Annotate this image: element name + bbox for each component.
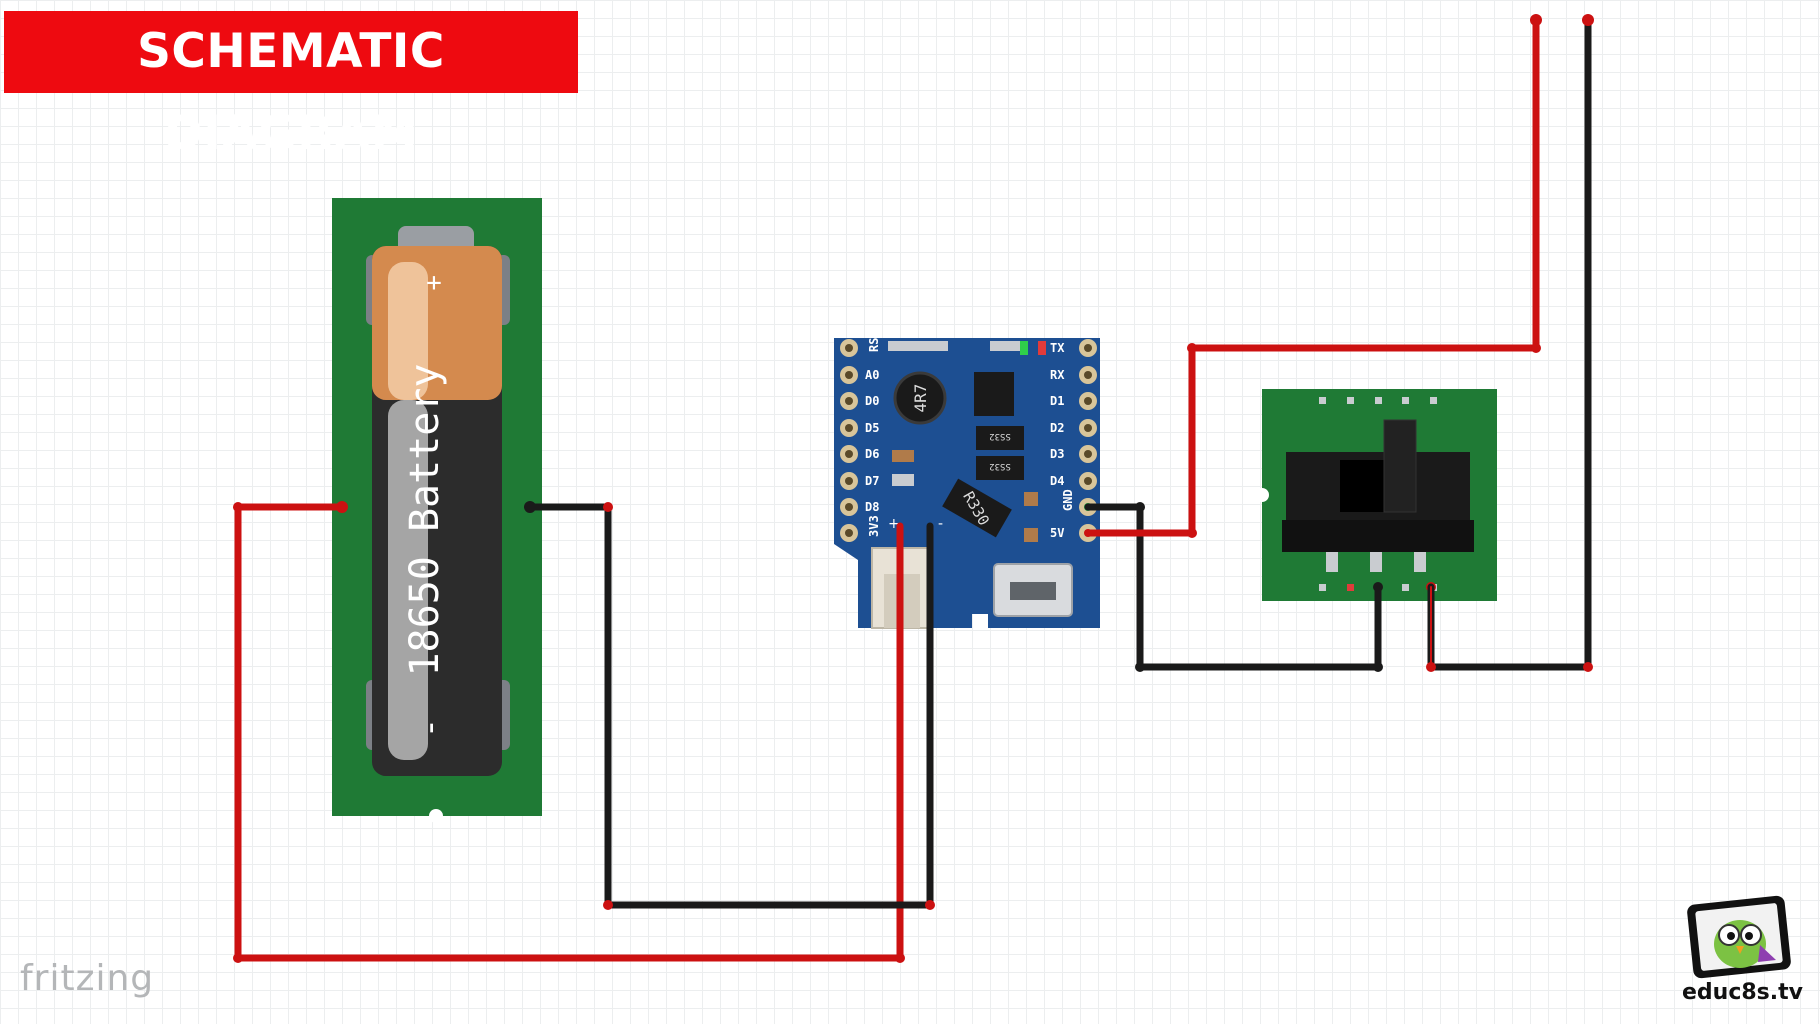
module-left-pins <box>840 339 858 542</box>
pin-label-5v: 5V <box>1050 526 1064 540</box>
pin-label-rx: RX <box>1050 368 1065 382</box>
module-left-pin-labels: RST A0 D0 D5 D6 D7 D8 3V3 <box>865 330 881 537</box>
module-led-red <box>1038 341 1046 355</box>
pin-label-3v3: 3V3 <box>867 515 881 537</box>
module-ic <box>974 372 1014 416</box>
switch-knob[interactable] <box>1383 419 1417 513</box>
switch-pads-top <box>1319 397 1437 404</box>
module-led-green <box>1020 341 1028 355</box>
diagram-title: SCHEMATIC DIAGRAM <box>137 24 445 161</box>
module-micro-usb-opening <box>1010 582 1056 600</box>
module-smd-4 <box>1024 528 1038 542</box>
pin-label-d0: D0 <box>865 394 879 408</box>
pin-label-d3: D3 <box>1050 447 1064 461</box>
module-smd-3 <box>1024 492 1038 506</box>
pin-label-a0: A0 <box>865 368 879 382</box>
battery-holder[interactable]: + - 18650 Battery <box>332 198 542 823</box>
battery-highlight-top <box>388 262 428 400</box>
pin-label-d1: D1 <box>1050 394 1064 408</box>
module-minus-sign: - <box>938 516 943 532</box>
battery-minus-sign: - <box>410 718 450 738</box>
logo-owl-pupil-left <box>1727 932 1735 940</box>
pin-label-d4: D4 <box>1050 474 1064 488</box>
pin-label-rst: RST <box>867 330 881 352</box>
module-diode-2 <box>976 456 1024 480</box>
logo-owl-beak <box>1736 946 1744 954</box>
pin-label-gnd: GND <box>1061 489 1075 511</box>
module-inductor-label: 4R7 <box>911 384 930 413</box>
title-banner: SCHEMATIC DIAGRAM <box>4 11 578 161</box>
educ8s-watermark: educ8s.tv <box>1682 980 1803 1005</box>
module-smd-strip-top-right <box>990 341 1026 351</box>
module-smd-1 <box>892 450 914 462</box>
module-right-pin-labels: TX RX D1 D2 D3 D4 GND 5V <box>1050 341 1075 540</box>
module-diode-1-label: SS32 <box>989 431 1011 441</box>
battery-pcb-notch <box>429 809 443 823</box>
wire-junctions <box>233 14 1594 963</box>
module-inductor <box>893 371 947 425</box>
battery-plus-sign: + <box>426 268 442 298</box>
module-resistor <box>942 478 1012 538</box>
switch-legs <box>1326 552 1426 572</box>
module-smd-2 <box>892 474 914 486</box>
educ8s-logo <box>1687 895 1791 979</box>
wires <box>233 14 1594 963</box>
pin-label-d5: D5 <box>865 421 879 435</box>
battery-label: 18650 Battery <box>402 363 448 676</box>
module-plus-sign: + <box>888 516 900 532</box>
slide-switch-module[interactable] <box>1255 389 1497 601</box>
pin-label-d6: D6 <box>865 447 879 461</box>
logo-owl-pupil-right <box>1745 932 1753 940</box>
pin-label-tx: TX <box>1050 341 1065 355</box>
pin-label-d7: D7 <box>865 474 879 488</box>
fritzing-watermark: fritzing <box>20 958 155 999</box>
switch-body-base <box>1282 520 1474 552</box>
module-diode-2-label: SS32 <box>989 461 1011 471</box>
module-diode-1 <box>976 426 1024 450</box>
pin-label-d8: D8 <box>865 500 879 514</box>
logo-owl-wing <box>1758 945 1776 962</box>
switch-pcb-notch <box>1255 488 1269 502</box>
pin-label-d2: D2 <box>1050 421 1064 435</box>
battery-highlight-bottom <box>388 400 428 760</box>
charger-module[interactable]: RST A0 D0 D5 D6 D7 D8 3V3 TX RX D1 D2 D3 <box>834 330 1100 629</box>
module-smd-strip-top <box>888 341 948 351</box>
